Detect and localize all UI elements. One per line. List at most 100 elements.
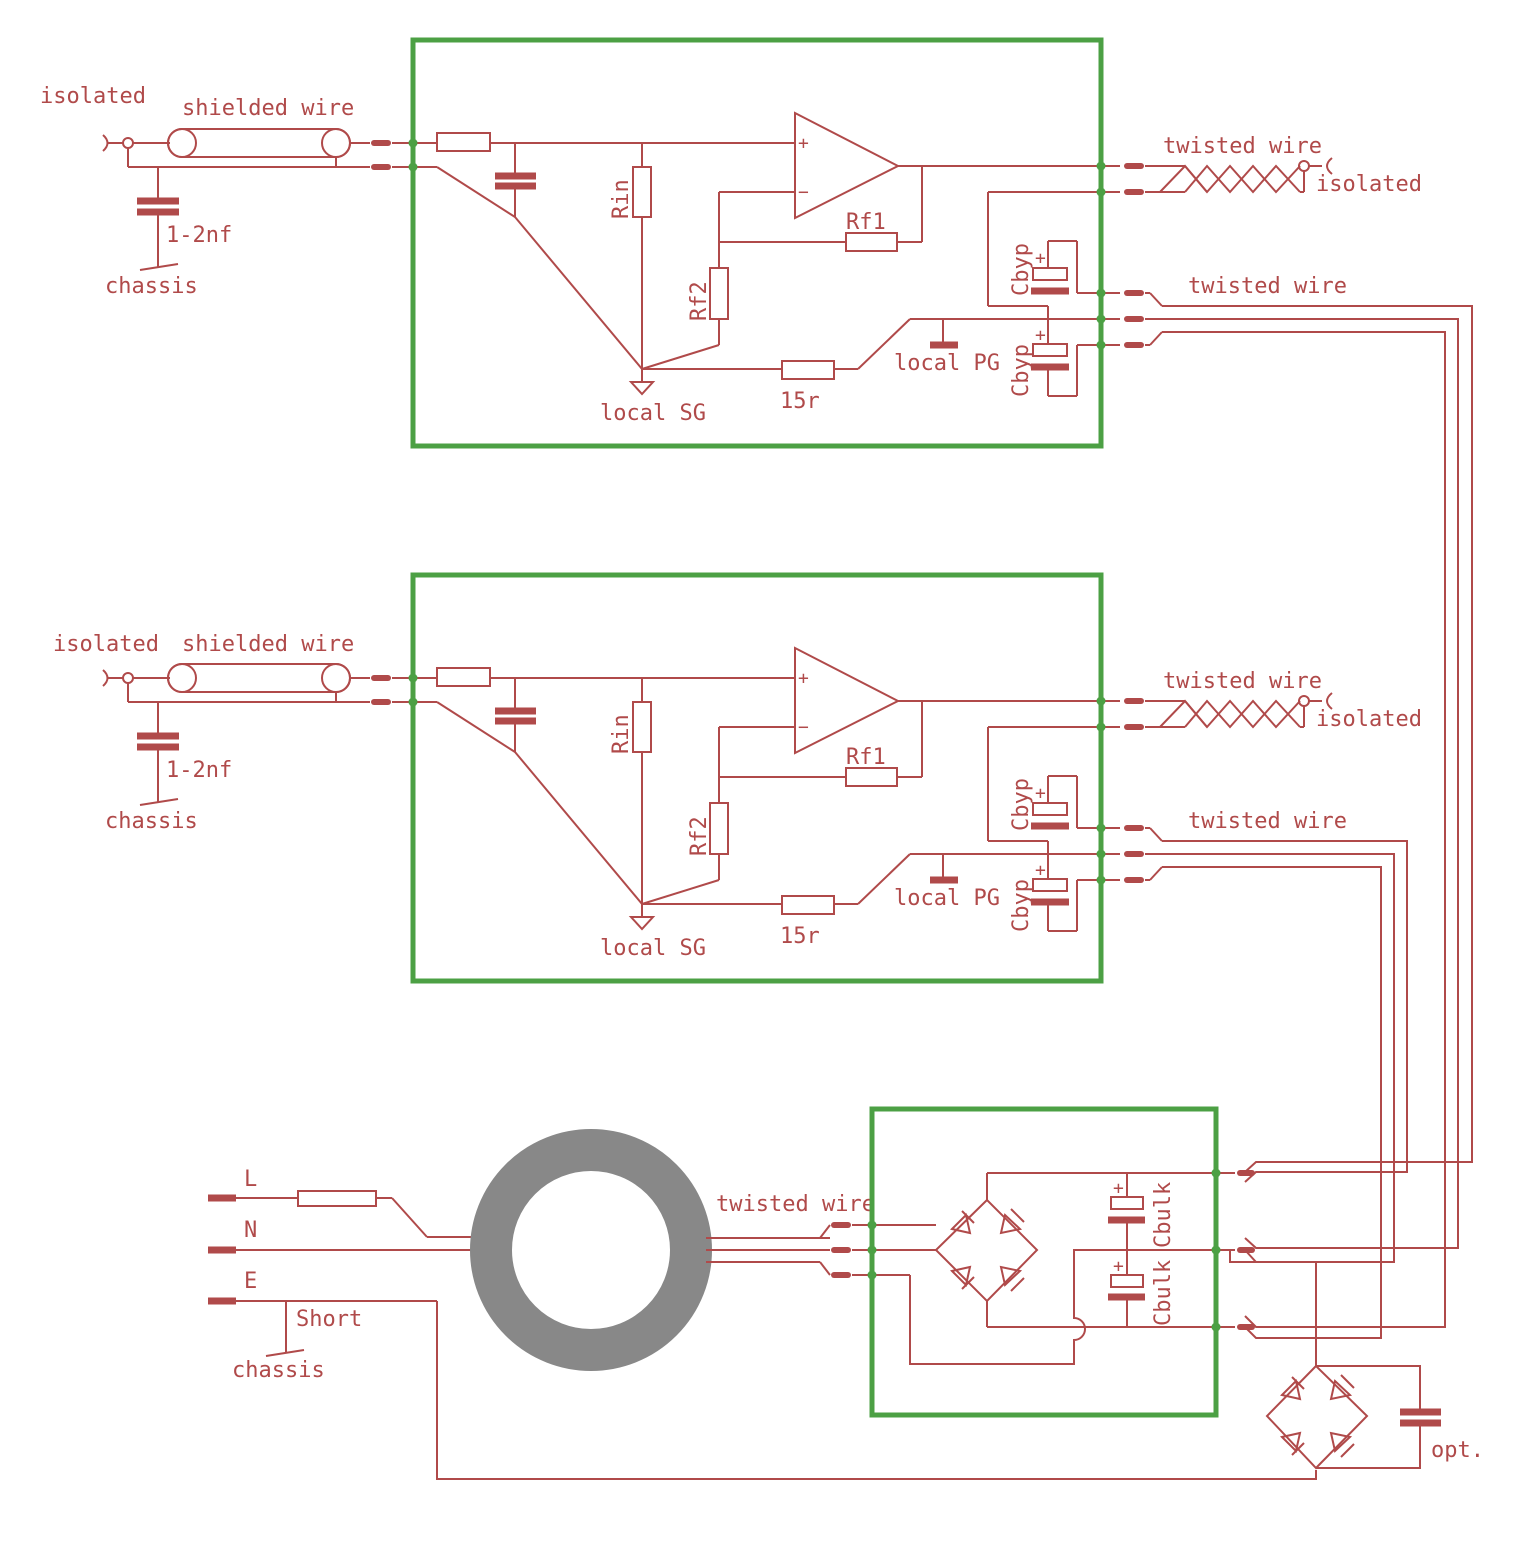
amp-board-2 (410, 572, 1104, 984)
cbyp-bottom-plus: + (1035, 325, 1046, 346)
rf2-label: Rf2 (687, 816, 712, 856)
cbulk-top-capacitor (1110, 1196, 1144, 1210)
rin-label: Rin (609, 714, 634, 754)
diode-icon (999, 1208, 1025, 1235)
input-jack-icon (102, 134, 109, 152)
cap-value-label: 1-2nf (166, 758, 232, 783)
toroidal-transformer (470, 1129, 712, 1371)
cbyp-top-capacitor (1032, 267, 1068, 281)
cap-value-label: 1-2nf (166, 223, 232, 248)
cbyp-bottom-plus: + (1035, 860, 1046, 881)
shielded-wire-label: shielded wire (182, 632, 354, 657)
amp-channel-2: isolated shielded wire 1-2nf chassis Rin… (53, 572, 1422, 984)
15r-label: 15r (780, 389, 820, 414)
local-sg-label: local SG (600, 936, 706, 961)
diode-icon (950, 1265, 975, 1290)
bridge-rectifier-main (934, 1198, 1039, 1303)
twisted-out-label: twisted wire (1163, 134, 1322, 159)
chassis-symbol (265, 1349, 305, 1357)
output-jack-icon (1326, 157, 1333, 175)
channel-body: isolated shielded wire 1-2nf chassis Rin… (53, 632, 1422, 961)
15r-resistor (781, 895, 835, 915)
input-isolated-label: isolated (40, 84, 146, 109)
local-sg-label: local SG (600, 401, 706, 426)
rf2-resistor (709, 802, 729, 855)
shielded-wire-label: shielded wire (182, 96, 354, 121)
rf2-resistor (709, 267, 729, 320)
rf1-resistor (845, 767, 898, 787)
opamp-plus: + (798, 668, 809, 689)
twisted-supply-label: twisted wire (1188, 274, 1347, 299)
input-jack-icon (102, 669, 109, 687)
twisted-pair-b (1184, 699, 1301, 729)
input-resistor (436, 132, 491, 152)
cbulk-bottom-capacitor (1110, 1274, 1144, 1288)
rin-label: Rin (609, 179, 634, 219)
opamp-minus: − (798, 182, 809, 203)
diode-icon (950, 1210, 975, 1235)
cbyp-top-plus: + (1035, 248, 1046, 269)
cbulk-top-plus: + (1113, 1178, 1124, 1199)
ground-lift-bridge (1265, 1364, 1369, 1470)
rin-resistor (632, 701, 652, 753)
diode-icon (999, 1265, 1025, 1292)
diode-icon (1329, 1374, 1355, 1401)
rf1-label: Rf1 (846, 210, 886, 235)
15r-label: 15r (780, 924, 820, 949)
cbulk-bottom-plus: + (1113, 1256, 1124, 1277)
amp-channel-1: isolated shielded wire 1-2nf chassis Rin (40, 37, 1422, 449)
twisted-out-label: twisted wire (1163, 669, 1322, 694)
input-resistor (436, 667, 491, 687)
twisted-supply-label: twisted wire (1188, 809, 1347, 834)
opamp (794, 646, 901, 755)
cbulk-top-label: Cbulk (1151, 1182, 1176, 1248)
cbyp-bottom-capacitor (1032, 343, 1068, 357)
diode-icon (1280, 1376, 1305, 1401)
input-isolated-label: isolated (53, 632, 159, 657)
chassis-label: chassis (105, 809, 198, 834)
15r-resistor (781, 360, 835, 380)
rf1-label: Rf1 (846, 745, 886, 770)
signal-ground-icon (628, 916, 656, 931)
local-pg-label: local PG (894, 351, 1000, 376)
input-terminal (122, 137, 134, 149)
mains-l-label: L (244, 1167, 257, 1192)
chassis-label: chassis (105, 274, 198, 299)
opamp-plus: + (798, 133, 809, 154)
cbyp-bottom-label: Cbyp (1009, 879, 1034, 932)
rf1-resistor (845, 232, 898, 252)
output-terminal (1298, 695, 1310, 707)
input-terminal (122, 672, 134, 684)
rf2-label: Rf2 (687, 281, 712, 321)
opamp (794, 111, 901, 220)
chassis-symbol (139, 263, 179, 271)
amp-board-1 (410, 37, 1104, 449)
output-terminal (1298, 160, 1310, 172)
channel-body: isolated shielded wire 1-2nf chassis Rin (40, 84, 1422, 426)
cbyp-bottom-capacitor (1032, 878, 1068, 892)
cbyp-bottom-label: Cbyp (1009, 344, 1034, 397)
opamp-minus: − (798, 717, 809, 738)
diode-icon (1329, 1431, 1355, 1458)
cbyp-top-capacitor (1032, 802, 1068, 816)
mains-e-label: E (244, 1269, 257, 1294)
fuse (297, 1190, 377, 1207)
output-isolated-label: isolated (1316, 172, 1422, 197)
psu-twisted-label: twisted wire (716, 1192, 875, 1217)
diode-icon (1280, 1431, 1305, 1456)
psu-chassis-label: chassis (232, 1358, 325, 1383)
local-pg-label: local PG (894, 886, 1000, 911)
psu-board (869, 1106, 1219, 1418)
output-isolated-label: isolated (1316, 707, 1422, 732)
mains-n-label: N (244, 1218, 257, 1243)
chassis-symbol (139, 798, 179, 806)
output-jack-icon (1326, 692, 1333, 710)
cbyp-top-label: Cbyp (1009, 778, 1034, 831)
power-supply: L N E Short chassis twisted wire (208, 1106, 1484, 1480)
short-label: Short (296, 1307, 362, 1332)
cbyp-top-label: Cbyp (1009, 243, 1034, 296)
twisted-pair-b (1184, 164, 1301, 194)
rin-resistor (632, 166, 652, 218)
cbulk-bottom-label: Cbulk (1151, 1260, 1176, 1326)
